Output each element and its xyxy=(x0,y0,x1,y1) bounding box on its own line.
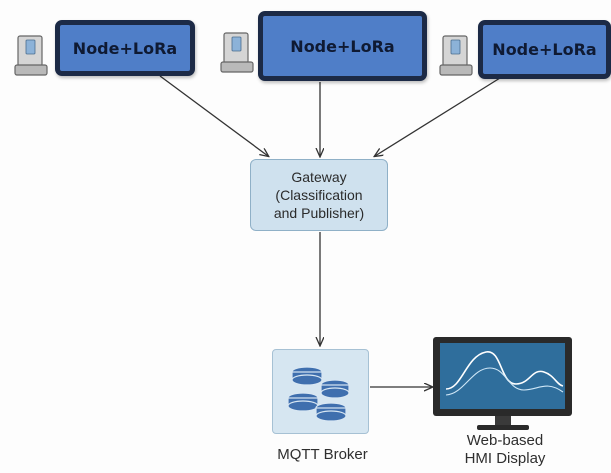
computer-icon xyxy=(220,32,254,73)
mqtt-broker-box xyxy=(272,349,369,434)
node-lora-box: Node+LoRa xyxy=(55,20,195,76)
gateway-box: Gateway (Classification and Publisher) xyxy=(250,159,388,231)
hmi-display-label: Web-based HMI Display xyxy=(430,432,580,468)
monitor-icon xyxy=(433,337,572,430)
computer-icon xyxy=(439,35,473,76)
gateway-title: Gateway xyxy=(291,169,347,185)
database-icon xyxy=(287,366,350,422)
gateway-subtitle-line1: (Classification xyxy=(275,187,363,203)
node-lora-box: Node+LoRa xyxy=(258,11,427,81)
hmi-display-label-line1: Web-based xyxy=(466,432,544,449)
computer-icon xyxy=(14,35,48,76)
arrow-node3-to-gateway xyxy=(375,77,501,156)
arrow-node1-to-gateway xyxy=(159,75,268,156)
hmi-display-label-line2: HMI Display xyxy=(464,450,546,467)
node-lora-box: Node+LoRa xyxy=(478,20,611,79)
gateway-subtitle-line2: and Publisher) xyxy=(273,205,365,221)
mqtt-broker-label: MQTT Broker xyxy=(277,446,368,463)
